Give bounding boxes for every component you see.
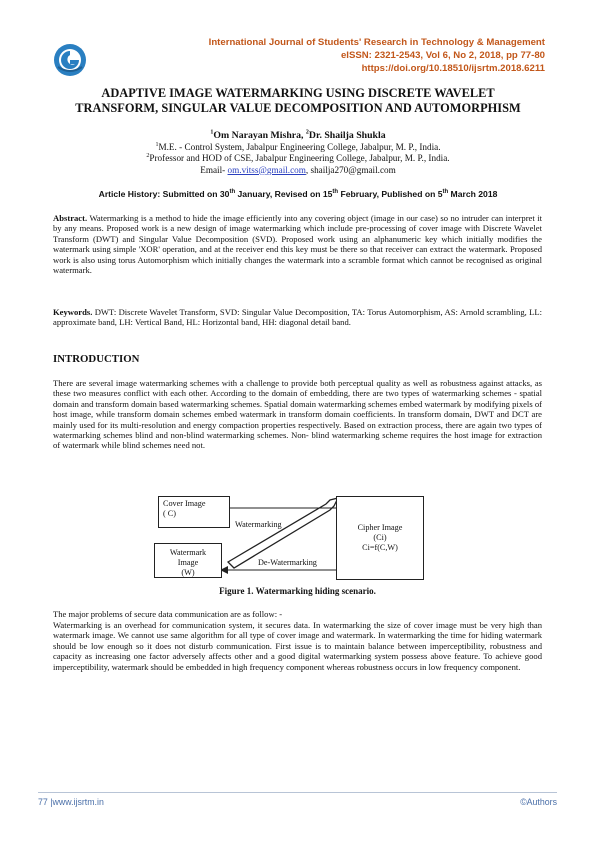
cover-image-label: Cover Image ( C) [163,499,206,518]
email-link[interactable]: om.vitss@gmail.com [227,164,306,175]
email-line: Email- om.vitss@gmail.com, shailja270@gm… [48,165,548,177]
history-sup: th [229,189,236,196]
aff-text: Professor and HOD of CSE, Jabalpur Engin… [149,153,450,163]
introduction-paragraph: There are several image watermarking sch… [53,378,542,451]
footer-page-site[interactable]: 77 |www.ijsrtm.in [38,797,104,807]
title-line-1: ADAPTIVE IMAGE WATERMARKING USING DISCRE… [101,86,495,100]
aff-sup: 1 [155,141,159,148]
email-label: Email- [200,164,228,175]
problems-intro: The major problems of secure data commun… [53,609,283,619]
author-sup: 2 [305,129,309,136]
history-sup: th [332,189,339,196]
author-1: Om Narayan Mishra, [213,130,306,141]
introduction-heading: INTRODUCTION [53,353,140,365]
keywords-text: DWT: Discrete Wavelet Transform, SVD: Si… [53,307,542,328]
journal-header: International Journal of Students' Resea… [180,36,545,75]
affiliation-2: 2Professor and HOD of CSE, Jabalpur Engi… [48,153,548,165]
watermarking-label: Watermarking [235,520,282,529]
paper-title: ADAPTIVE IMAGE WATERMARKING USING DISCRE… [48,86,548,116]
problems-paragraph: Watermarking is an overhead for communic… [53,620,542,672]
affiliation-1: 1M.E. - Control System, Jabalpur Enginee… [48,141,548,154]
authors-block: 1Om Narayan Mishra, 2Dr. Shailja Shukla … [48,130,548,176]
abstract-text: Watermarking is a method to hide the ima… [53,213,542,276]
history-text: February, Published on 5 [338,189,443,199]
cipher-image-label: Cipher Image (Ci) Ci=f(C,W) [357,523,403,552]
author-2: Dr. Shailja Shukla [308,130,386,141]
keywords: Keywords. DWT: Discrete Wavelet Transfor… [53,307,542,328]
figure-caption: Figure 1. Watermarking hiding scenario. [219,586,376,596]
aff-text: M.E. - Control System, Jabalpur Engineer… [158,141,441,152]
footer-copyright: ©Authors [520,797,557,807]
footer-rule [38,792,557,793]
watermark-image-box: Watermark Image (W) [154,543,222,578]
journal-logo-icon [54,44,86,76]
abstract-label: Abstract. [53,213,88,223]
email-rest: , shailja270@gmail.com [305,164,396,175]
abstract: Abstract. Watermarking is a method to hi… [53,213,542,275]
history-text: January, Revised on 15 [235,189,333,199]
author-names: 1Om Narayan Mishra, 2Dr. Shailja Shukla [48,130,548,142]
journal-issn: eISSN: 2321-2543, Vol 6, No 2, 2018, pp … [340,50,545,61]
dewatermarking-label: De-Watermarking [258,558,317,567]
title-line-2: TRANSFORM, SINGULAR VALUE DECOMPOSITION … [75,101,521,115]
journal-doi[interactable]: https://doi.org/10.18510/ijsrtm.2018.621… [361,63,545,74]
journal-name: International Journal of Students' Resea… [208,37,545,48]
figure-1: Cover Image ( C) Watermark Image (W) Cip… [150,490,450,580]
dewatermarking-arrowhead [220,566,228,574]
cover-image-box: Cover Image ( C) [158,496,230,528]
aff-sup: 2 [146,152,150,159]
history-text: Article History: Submitted on 30 [98,189,230,199]
cipher-image-box: Cipher Image (Ci) Ci=f(C,W) [336,496,424,580]
keywords-label: Keywords. [53,307,93,317]
article-history: Article History: Submitted on 30th Janua… [48,189,548,199]
history-sup: th [442,189,449,196]
history-text: March 2018 [448,189,498,199]
watermark-image-label: Watermark Image (W) [169,548,207,577]
author-sup: 1 [210,129,214,136]
